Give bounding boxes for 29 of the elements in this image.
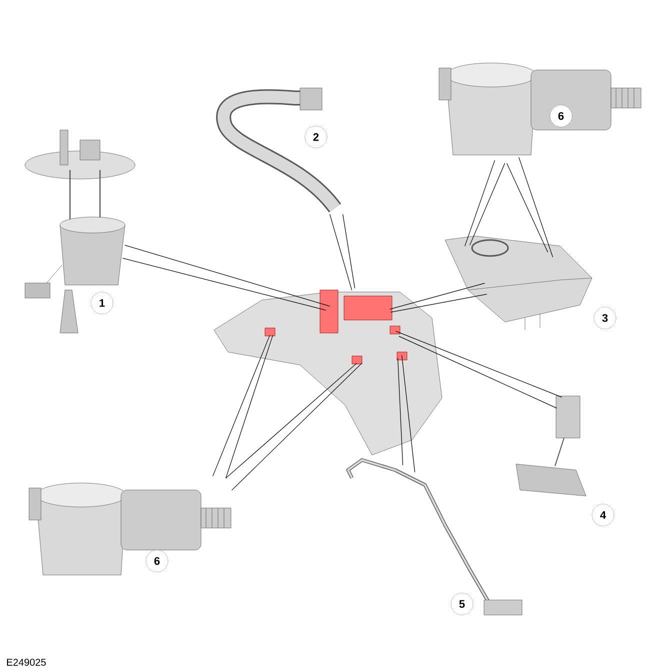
- leader-line: [390, 294, 488, 312]
- leader-line: [402, 354, 416, 472]
- leader-line: [470, 162, 506, 246]
- level-sender-drawing: [516, 396, 586, 496]
- callout-number: 3: [594, 306, 616, 330]
- fuel-tank-drawing: [214, 290, 442, 456]
- filler-hose-drawing: [216, 88, 341, 213]
- leader-line: [464, 160, 496, 246]
- leader-line: [390, 282, 486, 310]
- leader-line: [226, 334, 274, 478]
- leader-line: [226, 362, 358, 478]
- figure-number: E249025: [7, 658, 46, 666]
- canister-drawing: [444, 236, 592, 330]
- fuel-pump-module-drawing: [24, 130, 136, 334]
- leader-line: [232, 362, 362, 490]
- leader-line: [396, 330, 562, 398]
- leader-line: [212, 334, 270, 476]
- callout-number: 4: [592, 504, 614, 526]
- pipe-drawing: [346, 458, 522, 616]
- pump-drawing: [28, 482, 232, 576]
- leader-line: [398, 358, 404, 466]
- leader-line: [124, 244, 330, 306]
- pump-drawing: [438, 62, 642, 156]
- leader-line: [398, 336, 558, 408]
- leader-line: [506, 162, 548, 252]
- leader-line: [122, 258, 326, 310]
- leader-line: [342, 214, 356, 288]
- leader-line: [518, 156, 554, 258]
- leader-line: [330, 214, 352, 290]
